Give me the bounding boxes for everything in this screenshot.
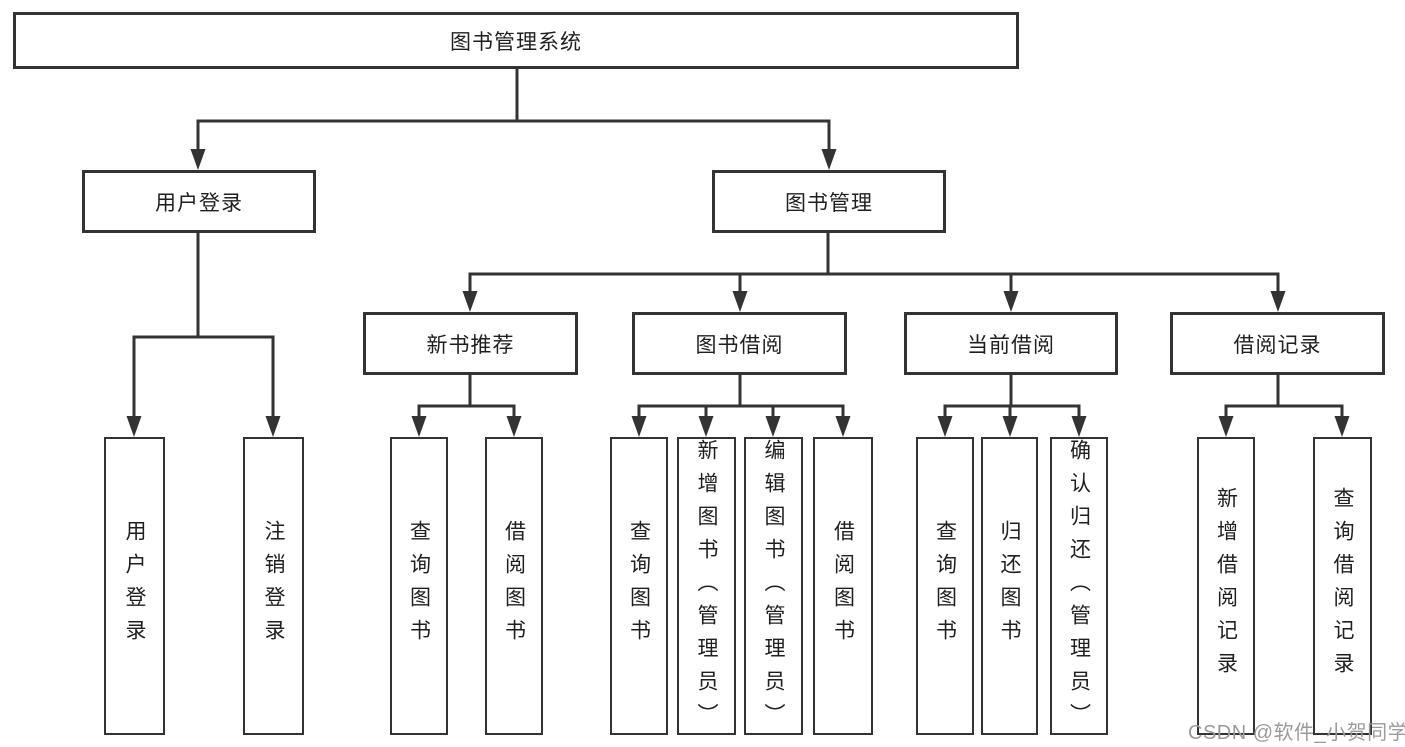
leaf-query-books-recommend: 查询图书 (390, 437, 448, 735)
leaf-query-books-borrow: 查询图书 (610, 437, 668, 735)
leaf-confirm-return-admin: 确认归还（管理员） (1050, 437, 1108, 735)
node-library-management-system: 图书管理系统 (13, 12, 1019, 69)
leaf-add-borrow-record: 新增借阅记录 (1197, 437, 1255, 735)
leaf-return-books: 归还图书 (981, 437, 1038, 735)
leaf-query-books-current: 查询图书 (916, 437, 974, 735)
leaf-edit-books-admin: 编辑图书（管理员） (744, 437, 803, 735)
leaf-add-books-admin: 新增图书（管理员） (677, 437, 736, 735)
leaf-user-login: 用户登录 (104, 437, 165, 735)
node-user-login: 用户登录 (82, 170, 316, 233)
node-borrow-record: 借阅记录 (1170, 312, 1385, 375)
node-book-borrow: 图书借阅 (632, 312, 847, 375)
leaf-query-borrow-record: 查询借阅记录 (1313, 437, 1372, 735)
leaf-borrow-books: 借阅图书 (813, 437, 873, 735)
node-current-borrow: 当前借阅 (904, 312, 1118, 375)
node-new-book-recommend: 新书推荐 (363, 312, 578, 375)
leaf-borrow-books-recommend: 借阅图书 (485, 437, 543, 735)
node-book-management: 图书管理 (712, 170, 946, 233)
csdn-watermark: CSDN @软件_小贺同学 (1188, 722, 1405, 744)
leaf-logout: 注销登录 (243, 437, 304, 735)
